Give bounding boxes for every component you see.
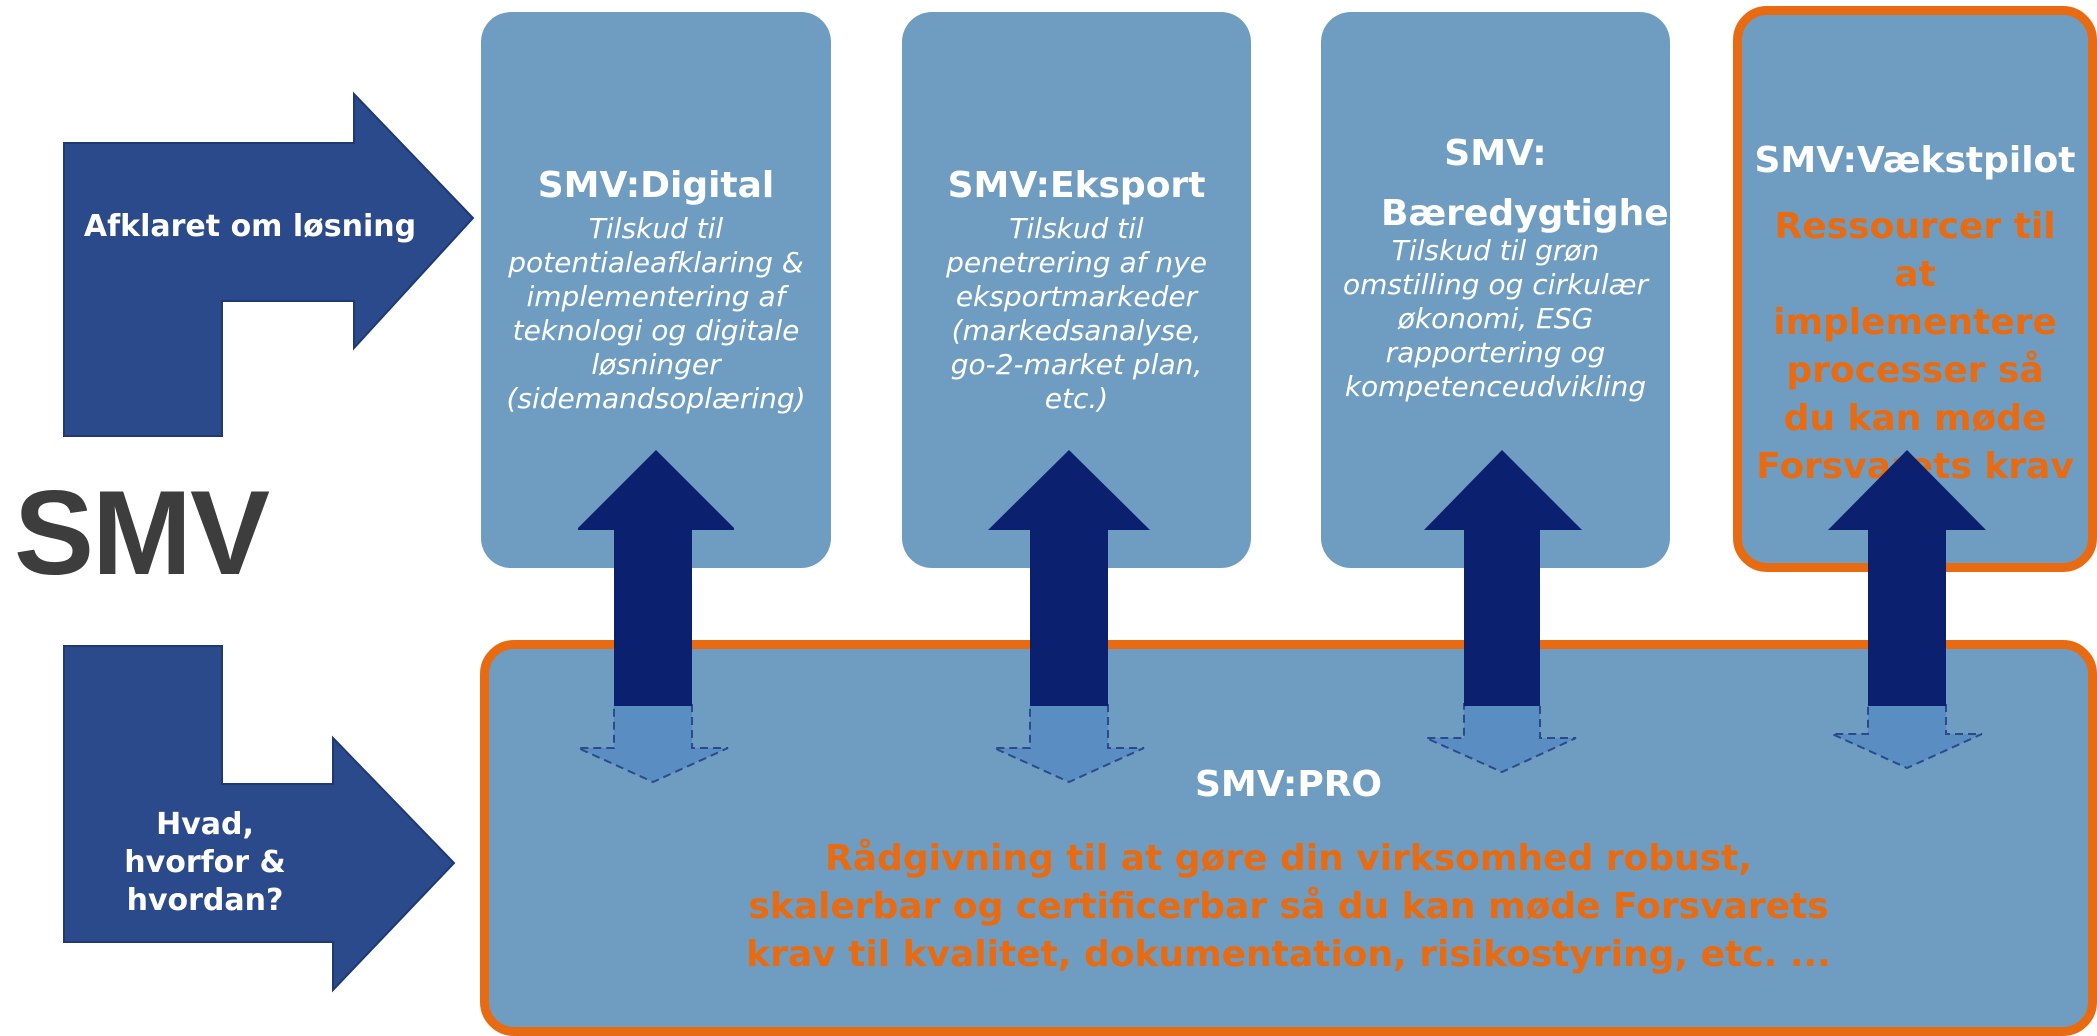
box-smv-vaekstpilot: SMV:Vækstpilot Ressourcer til at impleme… [1733,6,2097,572]
box-smv-digital-description: Tilskud til potentialeafklaring & implem… [506,212,806,415]
box-smv-baeredygtighed-description: Tilskud til grøn omstilling og cirkulær … [1342,234,1649,403]
down-arrow-1 [577,703,729,784]
box-smv-eksport-description: Tilskud til penetrering af nye eksportma… [946,212,1207,415]
pro-box-description: Rådgivning til at gøre din virksomhed ro… [746,838,1831,975]
pro-box-title: SMV:PRO [1194,764,1383,805]
bottom-arrow-label: Hvad, hvorfor & hvordan? [124,807,286,918]
up-arrow-1 [578,450,734,706]
box-smv-eksport-title: SMV:Eksport [947,165,1206,206]
bottom-side-arrow [63,645,456,993]
top-side-arrow [63,91,475,437]
top-arrow-label: Afklaret om løsning [83,209,417,244]
box-smv-digital-title: SMV:Digital [537,165,775,206]
up-arrow-3 [1424,450,1582,706]
down-arrow-4 [1831,703,1983,770]
down-arrow-2 [993,703,1145,784]
up-arrow-2 [988,450,1150,706]
pro-box: SMV:PRO Rådgivning til at gøre din virks… [480,640,2097,1036]
smv-logo: SMV [14,466,270,600]
down-arrow-3 [1425,703,1577,774]
box-smv-vaekstpilot-description: Ressourcer til at implementere processer… [1756,206,2074,487]
up-arrow-4 [1828,450,1986,706]
box-smv-vaekstpilot-title: SMV:Vækstpilot [1754,140,2076,181]
